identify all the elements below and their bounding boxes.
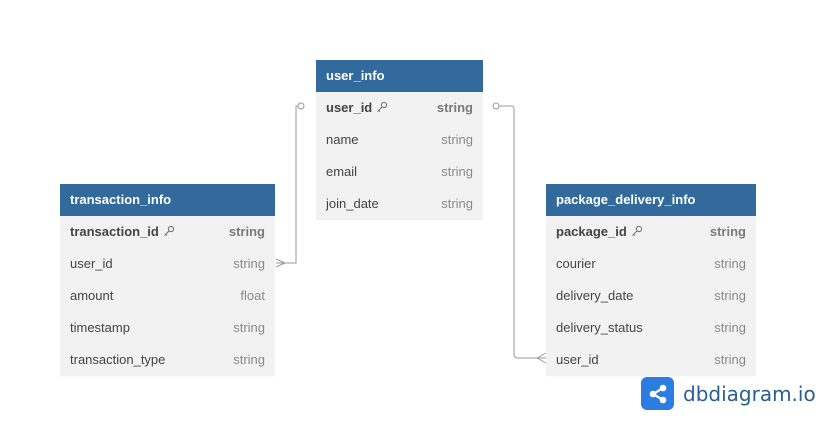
- table-row-user-id[interactable]: user_id string: [316, 92, 483, 124]
- relation-user-package: [497, 105, 546, 359]
- field-name-wrap: delivery_status: [556, 312, 643, 344]
- field-name: name: [326, 132, 359, 147]
- table-row-user-id[interactable]: user_id string: [546, 344, 756, 376]
- field-name: transaction_type: [70, 352, 166, 367]
- field-name: join_date: [326, 196, 379, 211]
- field-name: delivery_date: [556, 288, 634, 303]
- field-type: string: [714, 256, 746, 271]
- brand-watermark[interactable]: dbdiagram.io: [641, 377, 816, 410]
- key-icon: [372, 92, 388, 124]
- relation-user-transaction: [276, 105, 302, 264]
- table-row-name[interactable]: name string: [316, 124, 483, 156]
- field-type: string: [233, 320, 265, 335]
- field-name-wrap: name: [326, 124, 359, 156]
- table-row-email[interactable]: email string: [316, 156, 483, 188]
- field-name-wrap: transaction_type: [70, 344, 165, 376]
- field-name-wrap: amount: [70, 280, 113, 312]
- key-icon: [627, 216, 643, 248]
- table-row-delivery-status[interactable]: delivery_status string: [546, 312, 756, 344]
- field-name-wrap: package_id: [556, 216, 643, 248]
- field-name: courier: [556, 256, 596, 271]
- field-name: timestamp: [70, 320, 130, 335]
- field-name: user_id: [326, 100, 373, 115]
- field-name-wrap: user_id: [70, 248, 113, 280]
- share-nodes-icon: [641, 377, 674, 410]
- table-header[interactable]: package_delivery_info: [546, 184, 756, 216]
- field-type: string: [233, 352, 265, 367]
- one-marker-package: [492, 102, 500, 110]
- field-name: user_id: [556, 352, 599, 367]
- field-type: string: [228, 224, 265, 239]
- table-header[interactable]: user_info: [316, 60, 483, 92]
- field-name: user_id: [70, 256, 113, 271]
- field-type: string: [441, 132, 473, 147]
- field-name: delivery_status: [556, 320, 643, 335]
- field-type: string: [441, 164, 473, 179]
- field-type: string: [709, 224, 746, 239]
- field-name-wrap: transaction_id: [70, 216, 175, 248]
- field-name: email: [326, 164, 358, 179]
- field-type: float: [240, 288, 265, 303]
- field-type: string: [441, 196, 473, 211]
- field-name-wrap: join_date: [326, 188, 379, 220]
- field-name: package_id: [556, 224, 627, 239]
- crowfoot-package: [535, 352, 547, 364]
- field-name: transaction_id: [70, 224, 159, 239]
- table-row-delivery-date[interactable]: delivery_date string: [546, 280, 756, 312]
- table-row-timestamp[interactable]: timestamp string: [60, 312, 275, 344]
- table-row-courier[interactable]: courier string: [546, 248, 756, 280]
- field-name-wrap: timestamp: [70, 312, 130, 344]
- crowfoot-transaction: [275, 258, 287, 268]
- key-icon: [159, 216, 175, 248]
- table-row-amount[interactable]: amount float: [60, 280, 275, 312]
- table-row-join-date[interactable]: join_date string: [316, 188, 483, 220]
- field-type: string: [714, 320, 746, 335]
- table-row-transaction-type[interactable]: transaction_type string: [60, 344, 275, 376]
- field-type: string: [233, 256, 265, 271]
- field-name-wrap: courier: [556, 248, 596, 280]
- field-type: string: [436, 100, 473, 115]
- brand-name: dbdiagram.io: [683, 381, 816, 406]
- field-type: string: [714, 288, 746, 303]
- field-name-wrap: email: [326, 156, 357, 188]
- table-header[interactable]: transaction_info: [60, 184, 275, 216]
- one-marker-transaction: [297, 102, 305, 110]
- field-name-wrap: delivery_date: [556, 280, 633, 312]
- field-name-wrap: user_id: [326, 92, 388, 124]
- field-type: string: [714, 352, 746, 367]
- field-name-wrap: user_id: [556, 344, 599, 376]
- table-row-package-id[interactable]: package_id string: [546, 216, 756, 248]
- field-name: amount: [70, 288, 114, 303]
- table-row-user-id[interactable]: user_id string: [60, 248, 275, 280]
- table-row-transaction-id[interactable]: transaction_id string: [60, 216, 275, 248]
